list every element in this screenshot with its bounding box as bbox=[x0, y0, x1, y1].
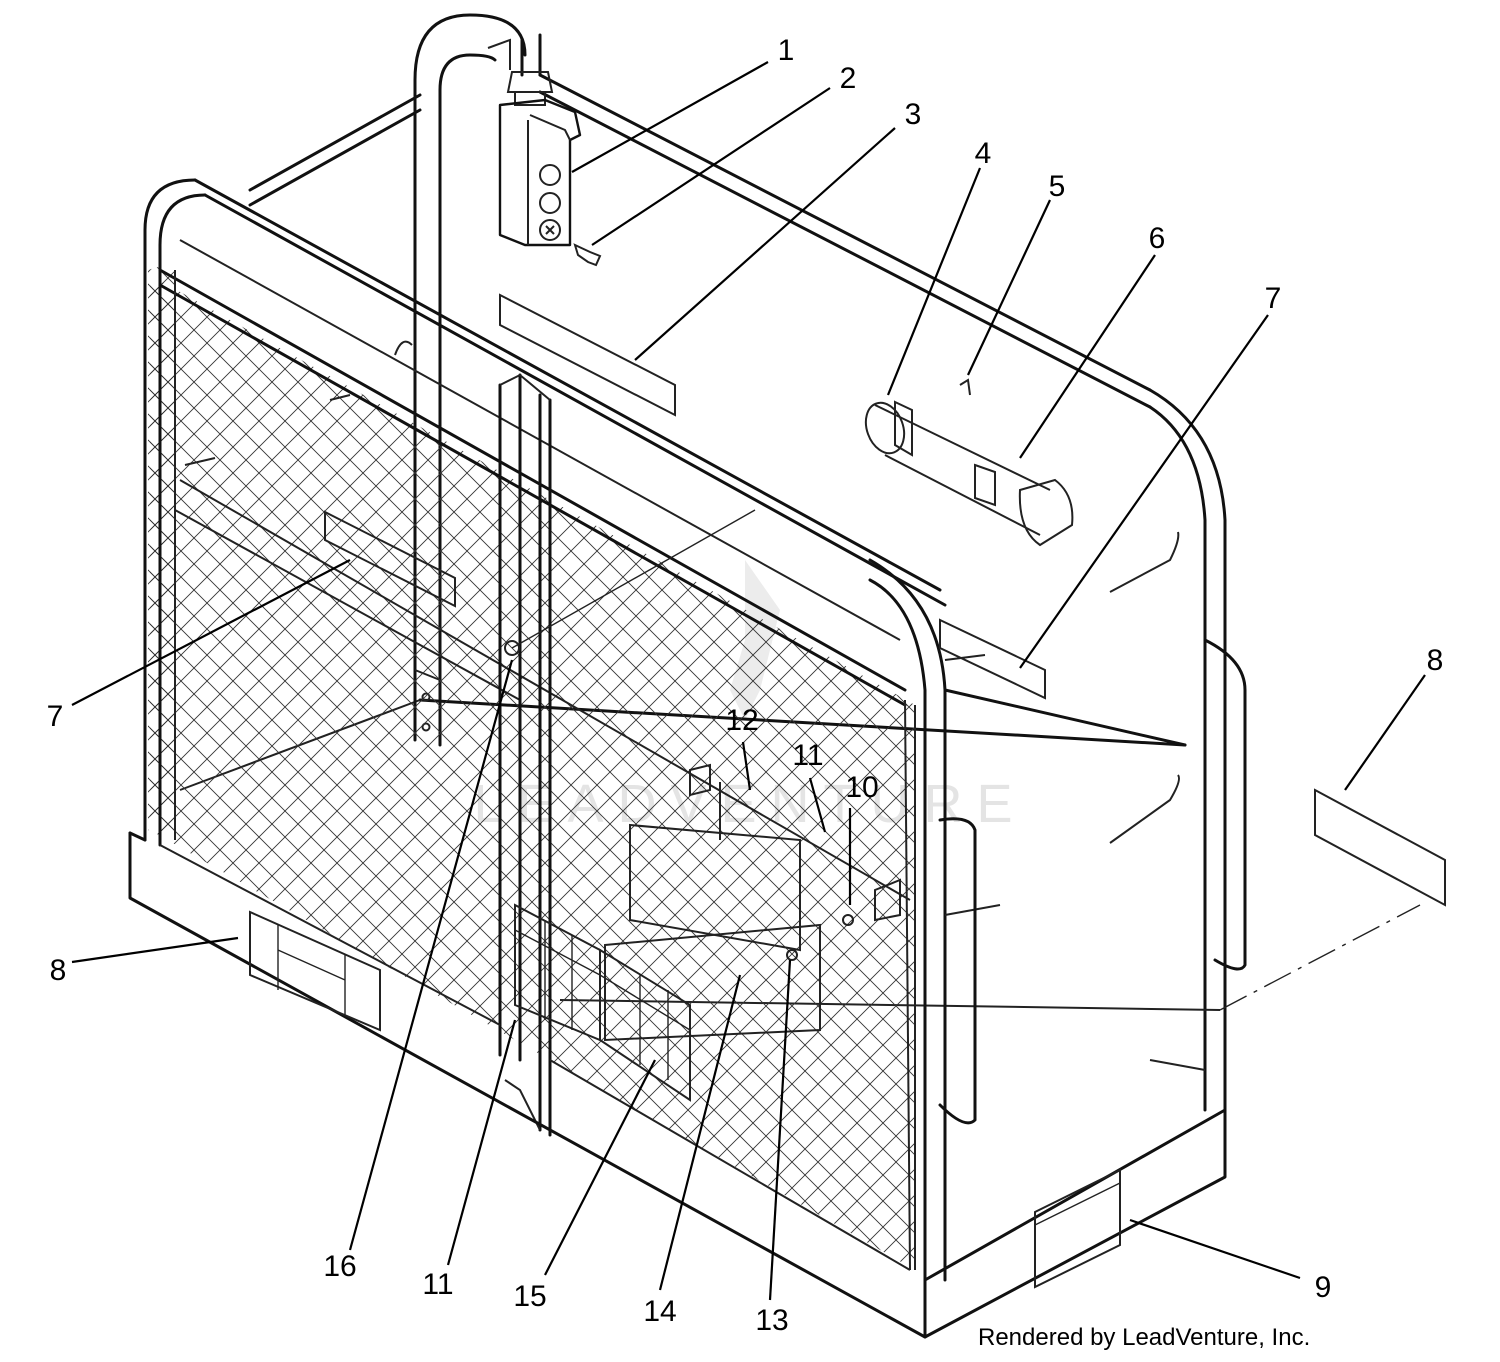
callout-2: 2 bbox=[840, 62, 857, 95]
manual-tube bbox=[864, 378, 1074, 547]
gate-upright bbox=[498, 373, 552, 1137]
bolt-16 bbox=[504, 509, 756, 656]
mast-post bbox=[413, 13, 542, 747]
callout-labels: 1 2 3 4 5 6 7 7 8 8 9 10 11 11 12 13 14 … bbox=[47, 34, 1444, 1337]
front-mesh bbox=[150, 275, 915, 1270]
control-box bbox=[498, 71, 582, 247]
callout-4: 4 bbox=[975, 137, 992, 170]
callout-leaders bbox=[71, 61, 1426, 1301]
callout-16: 16 bbox=[323, 1250, 356, 1283]
callout-7-right: 7 bbox=[1265, 282, 1282, 315]
rear-frame bbox=[179, 73, 1227, 1112]
callout-11-top: 11 bbox=[792, 739, 823, 772]
platform-base bbox=[128, 788, 1446, 1339]
decal-7-left bbox=[324, 510, 456, 608]
decal-3 bbox=[499, 293, 676, 417]
callout-6: 6 bbox=[1149, 222, 1166, 255]
callout-5: 5 bbox=[1049, 170, 1066, 203]
callout-9: 9 bbox=[1315, 1271, 1332, 1304]
chains bbox=[184, 340, 1180, 916]
callout-14: 14 bbox=[643, 1295, 676, 1328]
callout-1: 1 bbox=[778, 34, 795, 67]
fasteners bbox=[786, 914, 854, 961]
callout-8-left: 8 bbox=[50, 954, 67, 987]
callout-11-bottom: 11 bbox=[422, 1268, 453, 1301]
callout-13: 13 bbox=[755, 1304, 788, 1337]
credit-text: Rendered by LeadVenture, Inc. bbox=[978, 1324, 1310, 1351]
callout-10: 10 bbox=[845, 771, 878, 804]
callout-12: 12 bbox=[725, 704, 758, 737]
grab-handles bbox=[938, 638, 1247, 1125]
manual-holder bbox=[604, 763, 901, 1042]
key-icon bbox=[573, 243, 602, 267]
callout-3: 3 bbox=[905, 98, 922, 131]
callout-7-left: 7 bbox=[47, 700, 64, 733]
left-side-frame bbox=[143, 178, 947, 901]
decal-11-15 bbox=[514, 903, 691, 1102]
front-right-hoop bbox=[868, 558, 947, 1282]
left-mesh bbox=[148, 262, 175, 840]
callout-15: 15 bbox=[513, 1280, 546, 1313]
callout-8-right: 8 bbox=[1427, 644, 1444, 677]
decal-7-right bbox=[939, 618, 1046, 700]
